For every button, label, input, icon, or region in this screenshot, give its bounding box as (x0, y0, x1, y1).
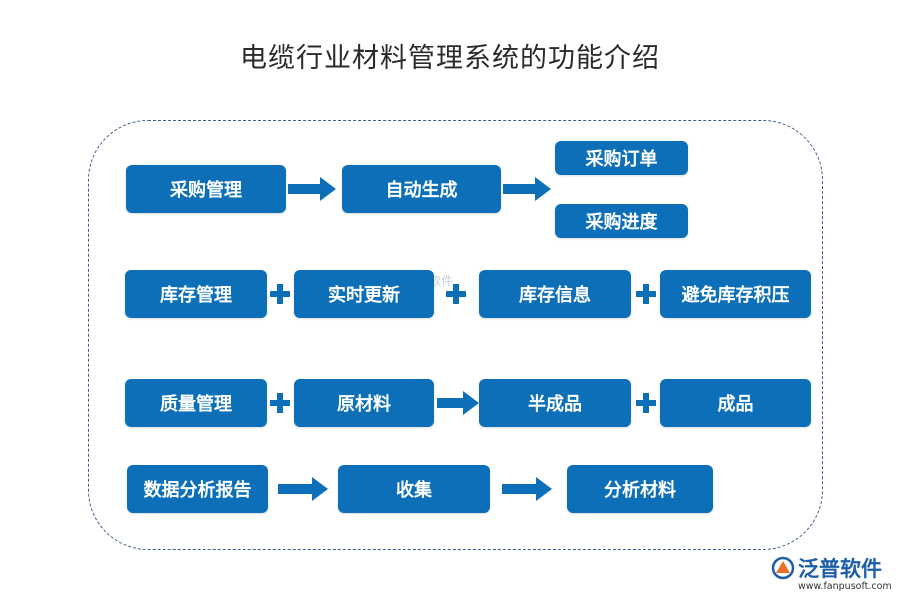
data-analysis-report-box: 数据分析报告 (127, 465, 268, 513)
purchase-order-box: 采购订单 (555, 141, 688, 175)
semi-finished-box: 半成品 (479, 379, 631, 427)
arrow-right-icon (437, 391, 479, 415)
finished-product-box: 成品 (660, 379, 811, 427)
logo-name: 泛普软件 (798, 557, 882, 581)
auto-generate-box: 自动生成 (342, 165, 501, 213)
plus-icon (446, 284, 466, 304)
arrow-right-icon (278, 477, 328, 501)
inventory-management-box: 库存管理 (125, 270, 267, 318)
raw-material-box: 原材料 (294, 379, 434, 427)
purchase-management-box: 采购管理 (126, 165, 286, 213)
brand-logo: 泛普软件 www.fanpusoft.com (770, 553, 895, 597)
plus-icon (270, 284, 290, 304)
fanpu-logo-icon (771, 556, 795, 580)
purchase-progress-box: 采购进度 (555, 204, 688, 238)
plus-icon (270, 393, 290, 413)
arrow-right-icon (503, 177, 551, 201)
dashed-frame (88, 120, 823, 550)
collect-box: 收集 (338, 465, 490, 513)
page-title: 电缆行业材料管理系统的功能介绍 (240, 43, 660, 74)
inventory-info-box: 库存信息 (479, 270, 631, 318)
plus-icon (636, 393, 656, 413)
arrow-right-icon (502, 477, 552, 501)
logo-url: www.fanpusoft.com (798, 581, 892, 592)
plus-icon (636, 284, 656, 304)
quality-management-box: 质量管理 (125, 379, 267, 427)
arrow-right-icon (288, 177, 336, 201)
analyze-material-box: 分析材料 (567, 465, 713, 513)
realtime-update-box: 实时更新 (294, 270, 434, 318)
avoid-overstock-box: 避免库存积压 (660, 270, 811, 318)
